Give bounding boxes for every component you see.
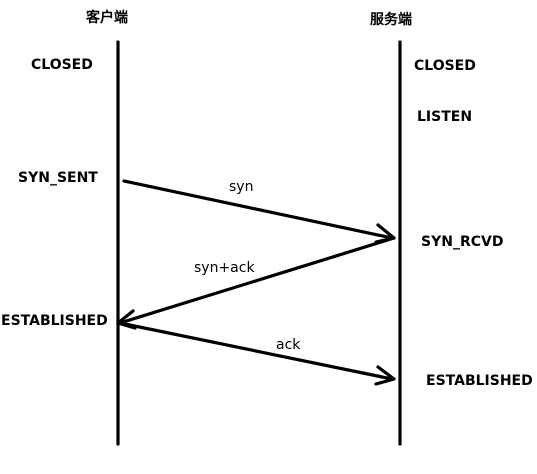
server-state-syn-rcvd: SYN_RCVD: [421, 234, 503, 250]
server-state-listen: LISTEN: [417, 109, 472, 125]
syn-arrow: [122, 179, 396, 244]
client-header: 客户端: [85, 9, 128, 26]
server-state-closed: CLOSED: [414, 58, 476, 74]
syn-message-label: syn: [229, 179, 253, 195]
ack-message-label: ack: [276, 337, 301, 353]
syn-arrow-line: [122, 179, 394, 240]
client-state-closed: CLOSED: [31, 57, 93, 73]
syn-ack-arrow-line: [118, 236, 396, 325]
server-header: 服务端: [370, 11, 412, 28]
syn-ack-message-label: syn+ack: [194, 260, 255, 276]
server-state-established: ESTABLISHED: [426, 373, 533, 389]
client-state-established: ESTABLISHED: [1, 313, 108, 329]
syn-ack-arrow: [116, 236, 396, 330]
ack-arrow: [118, 321, 396, 386]
ack-arrow-line: [118, 321, 394, 381]
ack-arrowhead-icon: [374, 365, 396, 386]
client-state-syn-sent: SYN_SENT: [18, 170, 98, 186]
